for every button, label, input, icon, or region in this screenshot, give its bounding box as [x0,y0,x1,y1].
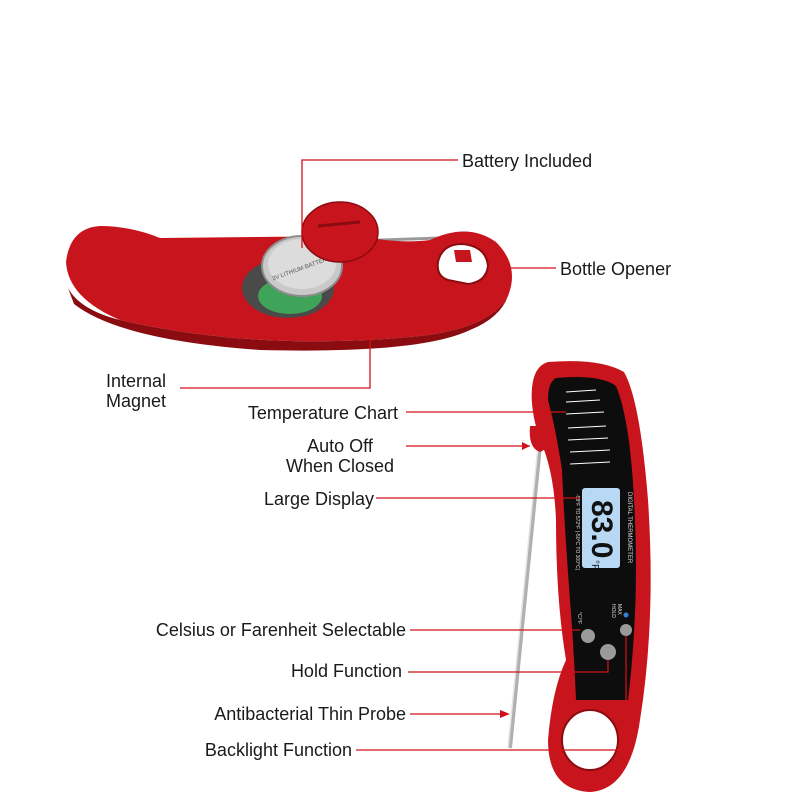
label-internal-magnet-line1: Internal [105,371,167,391]
leader-lines [180,159,627,751]
lcd-reading: 83.0 [585,500,618,558]
label-internal-magnet: Internal Magnet [96,371,176,411]
hold-button[interactable] [600,644,616,660]
label-auto-off: Auto Off When Closed [270,436,410,476]
battery-cover [301,201,379,263]
leader-backlight [356,636,627,751]
backlight-button[interactable] [620,624,632,636]
hold-label: HOLD [610,604,616,618]
label-temperature-chart: Temperature Chart [247,403,398,423]
label-auto-off-line1: Auto Off [307,436,373,456]
range-text: -58°F TO 572°F (-50°C TO 300°C) [574,494,580,571]
backlight-indicator [623,612,629,618]
bottle-opener-hole [436,242,490,286]
open-thermometer: 83.0 °F DIGITAL THERMOMETER -58°F TO 572… [507,361,651,792]
label-antibacterial-probe: Antibacterial Thin Probe [214,704,406,724]
brand-text: DIGITAL THERMOMETER [626,492,632,564]
temperature-chart [565,389,611,465]
folded-body-edge [68,288,508,351]
label-celsius-farenheit: Celsius or Farenheit Selectable [155,620,406,640]
celsius-fahrenheit-button[interactable] [581,629,595,643]
probe [508,445,542,749]
label-backlight-function: Backlight Function [204,740,352,760]
label-hold-function: Hold Function [290,661,402,681]
label-auto-off-line2: When Closed [285,456,395,476]
max-label: MAX [616,604,622,616]
bottle-opener-hook [454,250,472,262]
folded-thermometer: 3V LITHIUM BATTERY [66,201,512,351]
label-internal-magnet-line2: Magnet [105,391,167,411]
label-battery-included: Battery Included [462,151,593,171]
leader-battery [301,159,458,248]
lcd-display [582,488,620,568]
leader-hold [408,660,609,673]
label-large-display: Large Display [263,489,374,509]
label-bottle-opener: Bottle Opener [560,259,672,279]
lcd-unit: °F [589,560,600,570]
hanging-hole [561,709,619,771]
leader-internal-magnet [180,316,371,389]
celsius-fahrenheit-label: °C/°F [576,612,582,624]
